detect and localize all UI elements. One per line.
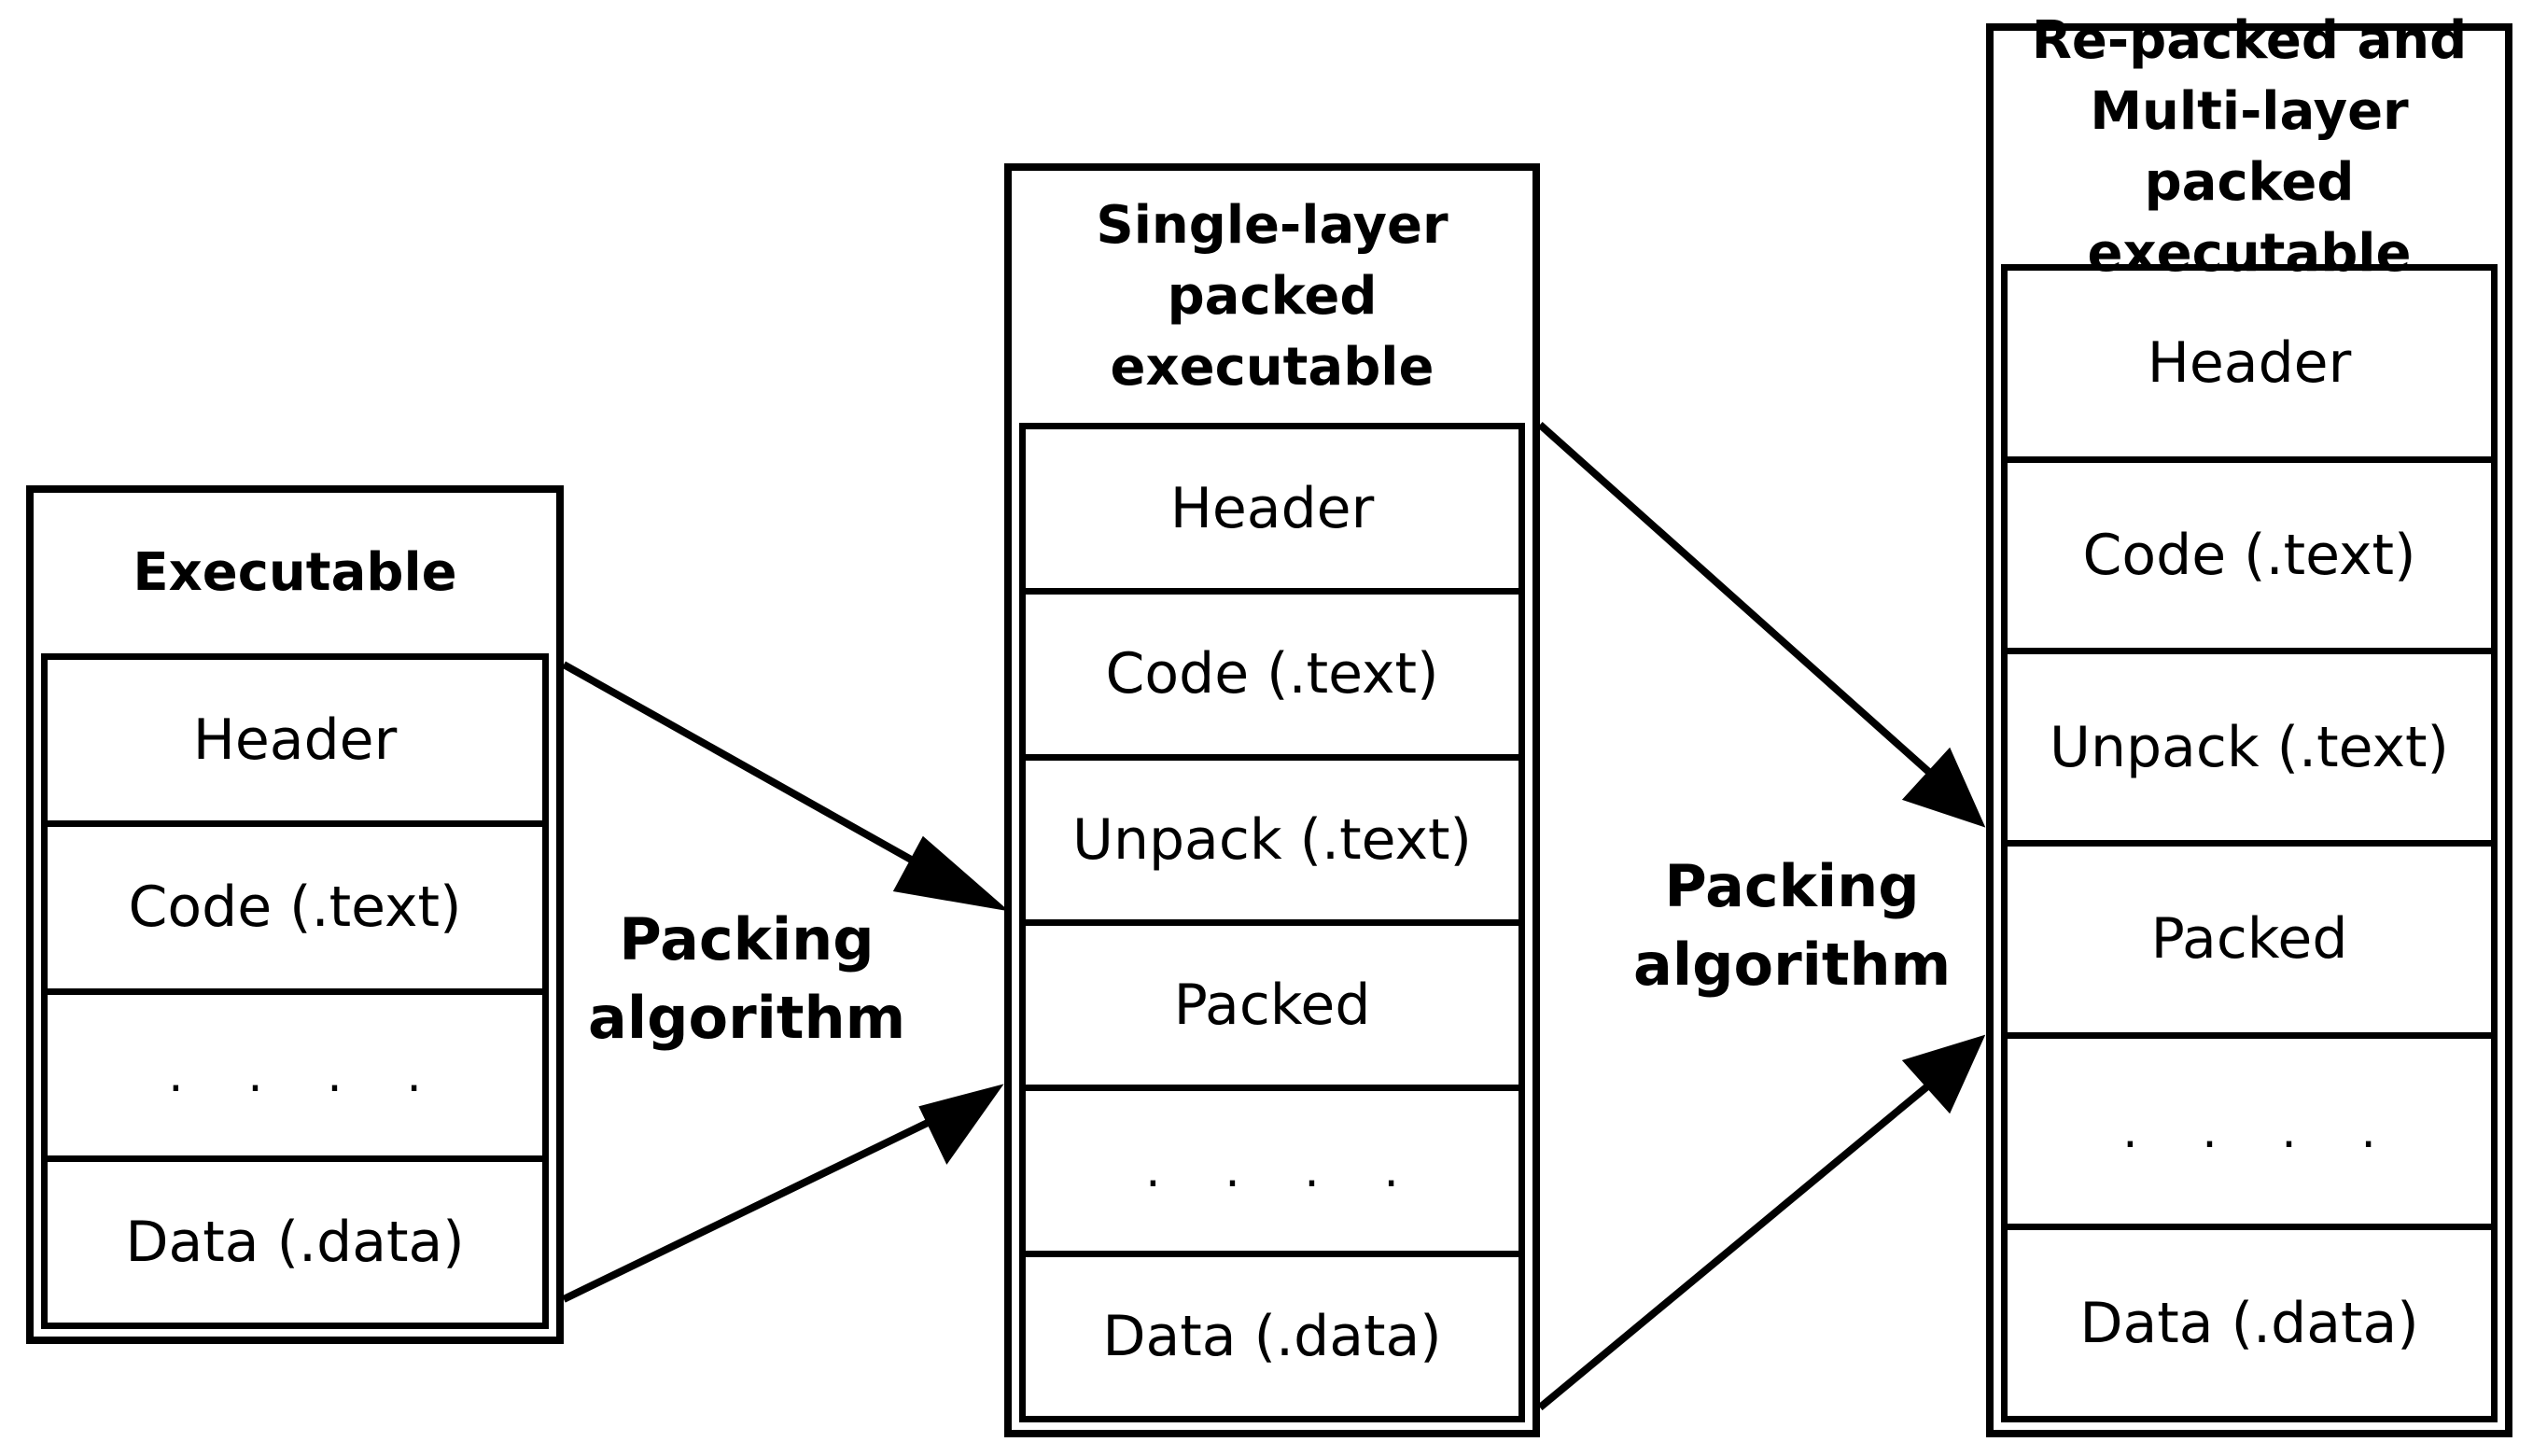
- section-data: Data (.data): [125, 1209, 465, 1275]
- section-data: Data (.data): [1102, 1303, 1442, 1369]
- packing-algorithm-label-2: Packing algorithm: [1633, 852, 1952, 999]
- section-ellipsis: . . . .: [2008, 1039, 2491, 1231]
- packing-algorithm-label-1: Packing algorithm: [588, 905, 906, 1052]
- executable-title: Executable: [133, 542, 457, 603]
- single-layer-packed-title: Single-layer packed executable: [1096, 195, 1448, 398]
- section-ellipsis: . . . .: [48, 995, 542, 1162]
- section-packed: Packed: [2008, 847, 2491, 1039]
- section-unpack-text: Unpack (.text): [1026, 761, 1518, 926]
- section-unpack-text: Unpack (.text): [2008, 654, 2491, 847]
- single-layer-packed-box: Single-layer packed executable Header Co…: [1004, 163, 1540, 1437]
- arrow-upper-1: [562, 661, 945, 881]
- executable-sections: Header Code (.text) . . . . Data (.data): [41, 653, 549, 1329]
- section-header: Header: [1026, 429, 1518, 595]
- section-header: Header: [2008, 271, 2491, 463]
- multi-layer-packed-box: Re-packed and Multi-layer packed executa…: [1986, 10, 2512, 1437]
- section-ellipsis: . . . .: [1026, 1091, 1518, 1257]
- single-layer-sections: Header Code (.text) Unpack (.text) Packe…: [1019, 423, 1525, 1422]
- executable-box: Executable Header Code (.text) . . . . D…: [26, 485, 564, 1344]
- arrow-lower-1: [562, 1116, 935, 1303]
- arrowhead-upper-1: [892, 835, 1010, 912]
- multi-layer-sections: Header Code (.text) Unpack (.text) Packe…: [2001, 264, 2498, 1422]
- section-packed: Packed: [1026, 926, 1518, 1092]
- arrowhead-lower-2: [1901, 1034, 1986, 1114]
- section-code-text: Code (.text): [48, 827, 542, 995]
- section-data: Data (.data): [2079, 1290, 2419, 1356]
- arrow-upper-2: [1537, 422, 1935, 777]
- section-code-text: Code (.text): [2008, 463, 2491, 655]
- section-code-text: Code (.text): [1026, 595, 1518, 761]
- arrowhead-upper-2: [1901, 747, 1986, 828]
- arrowhead-lower-1: [918, 1084, 1004, 1165]
- arrow-lower-2: [1537, 1079, 1935, 1411]
- section-header: Header: [48, 660, 542, 828]
